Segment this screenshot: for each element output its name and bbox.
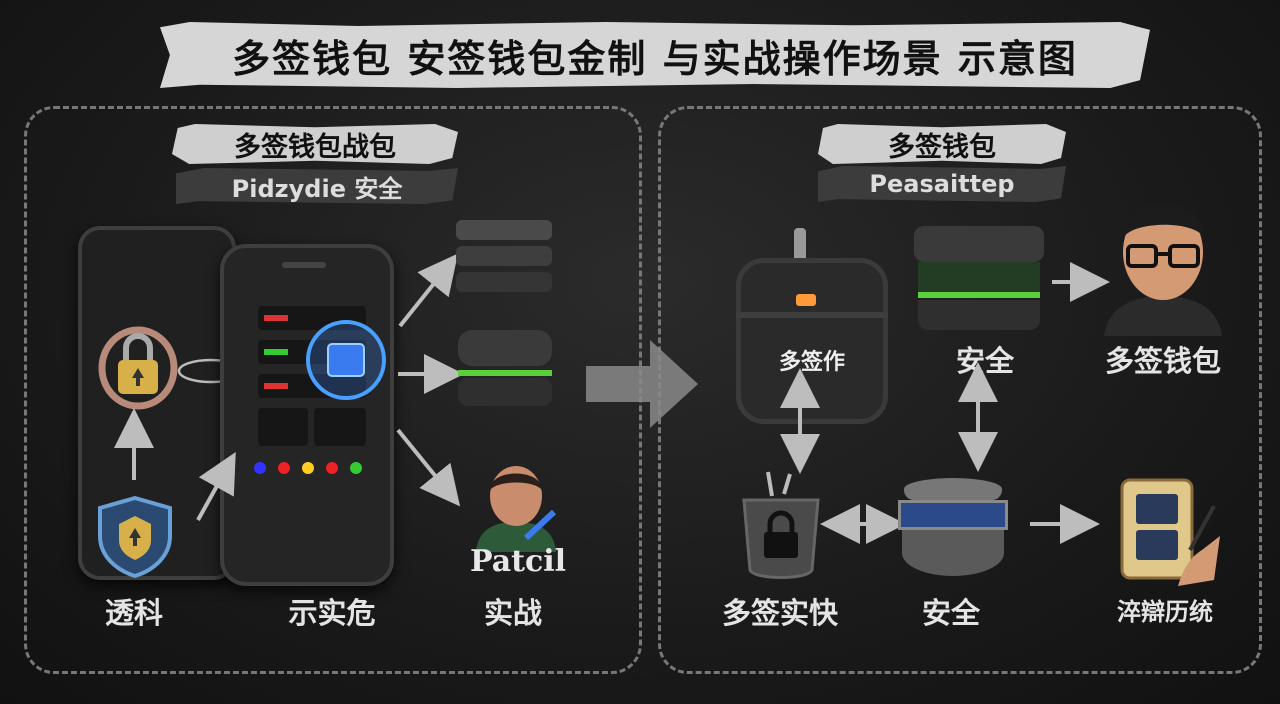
server-stack-icon — [456, 220, 552, 294]
left-caption-2: 示实危 — [288, 596, 376, 630]
status-lights — [254, 462, 374, 476]
server-module-icon — [914, 226, 1044, 336]
avatar-caption: 多签钱包 — [1104, 344, 1221, 378]
left-caption-3: 实战 — [483, 596, 542, 630]
lock-caption: 多签实快 — [721, 596, 838, 630]
padlock-icon — [98, 326, 178, 410]
tablet-icon — [1120, 478, 1220, 586]
device-caption: 安全 — [921, 596, 980, 630]
person-icon — [476, 466, 557, 552]
left-subheading: Pidzydie 安全 — [176, 168, 458, 204]
screen-row-4 — [258, 408, 308, 446]
shield-icon — [98, 495, 172, 579]
screen-row-5 — [314, 408, 366, 446]
person-badge: Patcil — [469, 544, 567, 579]
right-subheading: Peasaittep — [818, 166, 1066, 202]
lock-pot-icon — [742, 471, 820, 579]
phone-speaker — [282, 262, 326, 268]
front-phone — [220, 244, 394, 586]
screen-row-1 — [258, 306, 366, 330]
hardware-module-icon — [458, 330, 552, 408]
tablet-caption: 淬辯历统 — [1117, 598, 1213, 626]
title-banner: 多签钱包 安签钱包金制 与实战操作场景 示意图 — [160, 22, 1150, 88]
right-heading: 多签钱包 — [818, 124, 1066, 164]
glowing-chip-icon — [306, 320, 386, 400]
avatar-icon — [1104, 203, 1222, 336]
page-title: 多签钱包 安签钱包金制 与实战操作场景 示意图 — [232, 36, 1078, 81]
left-caption-1: 透科 — [104, 596, 163, 630]
center-arrow-icon — [586, 340, 698, 428]
left-heading: 多签钱包战包 — [172, 124, 458, 164]
security-device-icon — [898, 478, 1008, 578]
